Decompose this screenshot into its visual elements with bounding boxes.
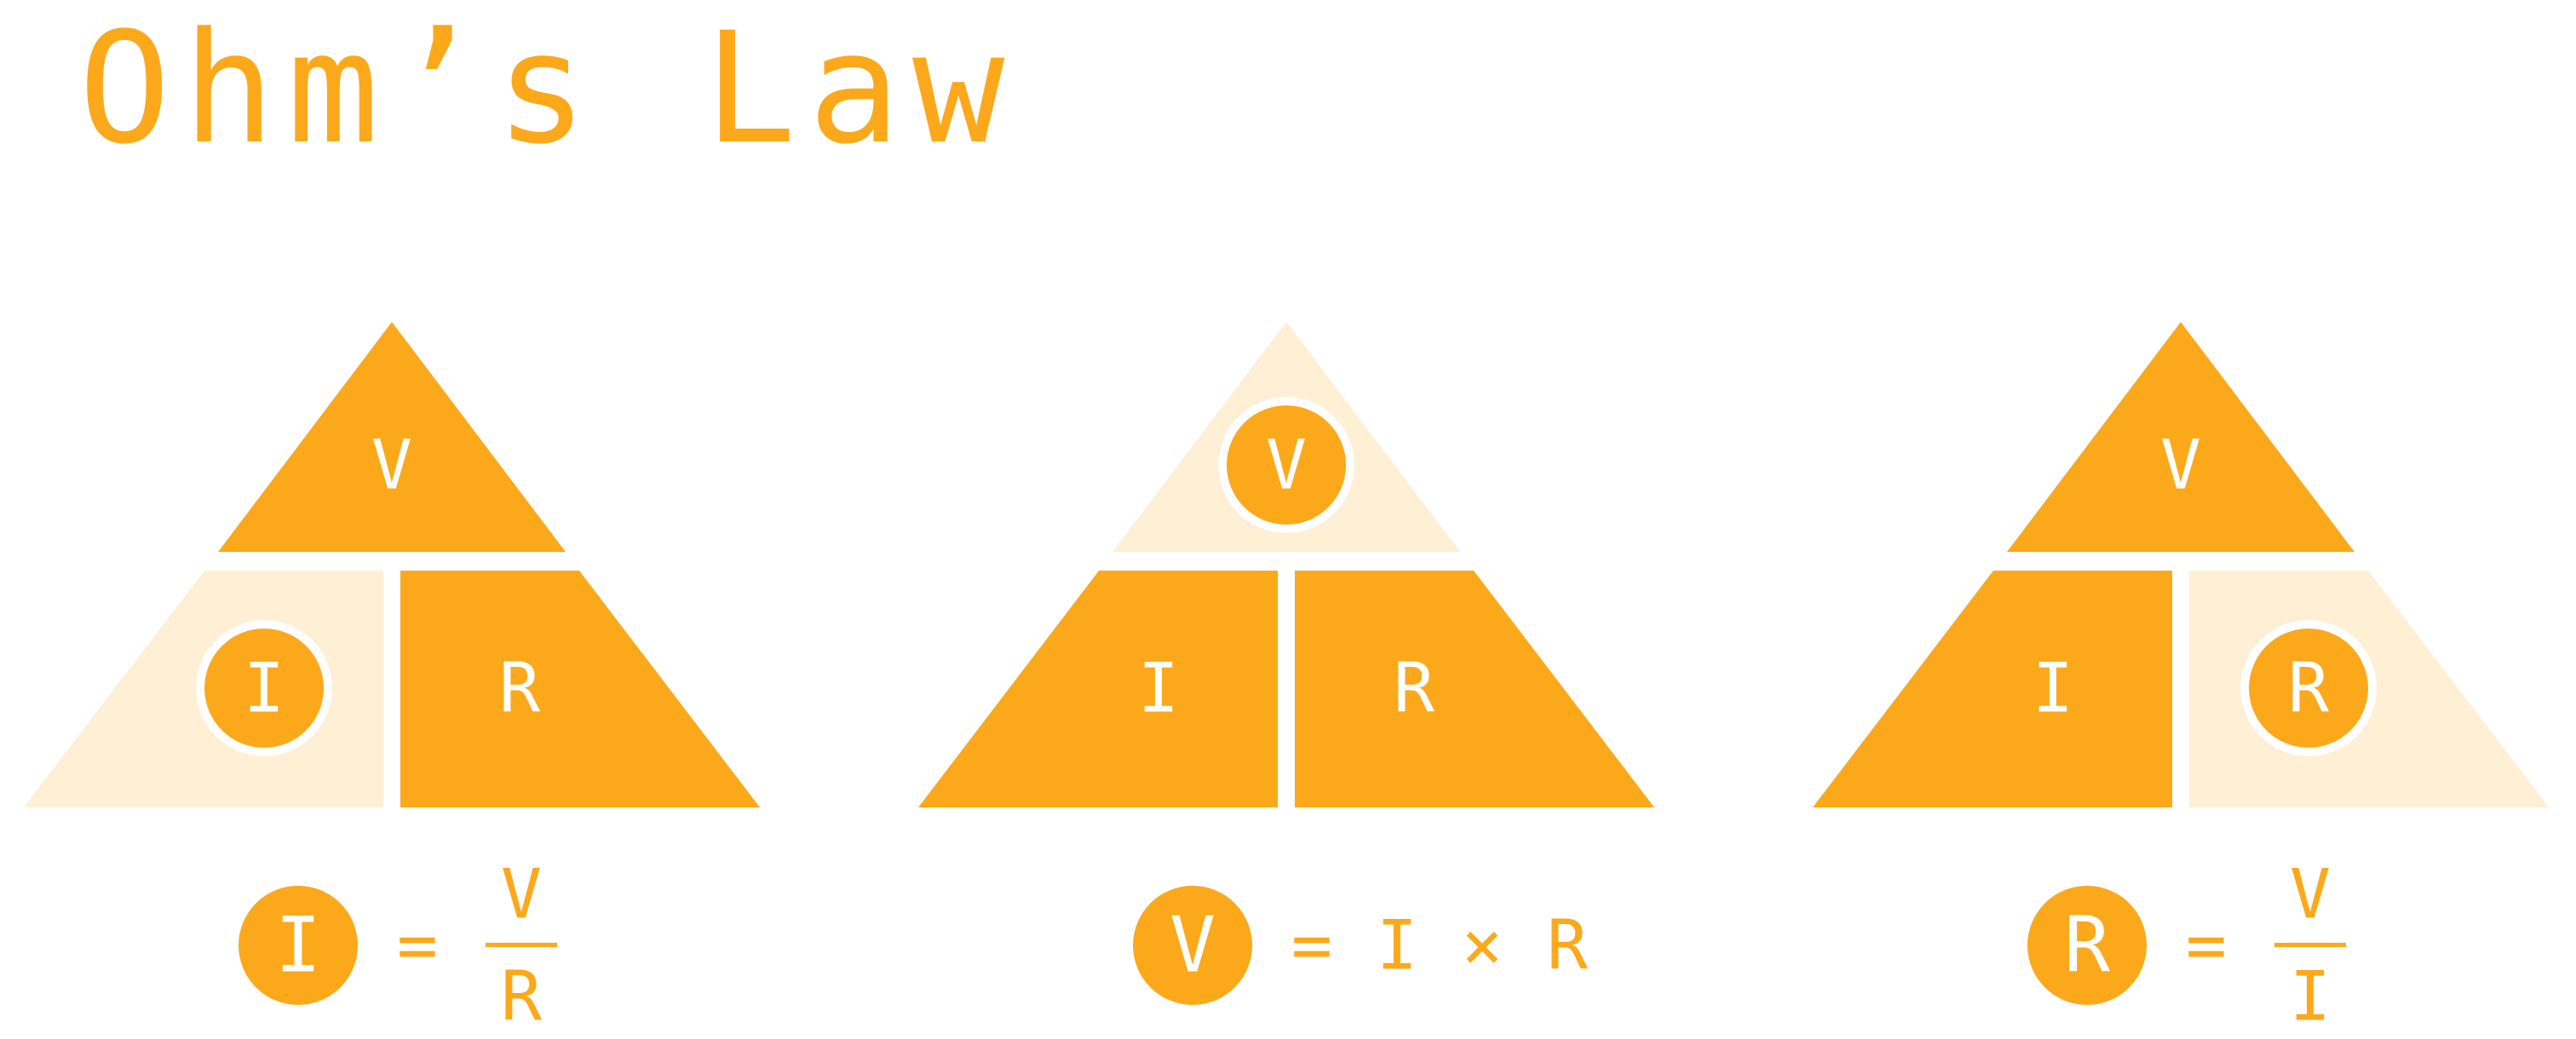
triangle-label-i: I	[1138, 649, 1179, 728]
fraction-numerator: V	[2290, 855, 2331, 934]
formula-subject: I	[275, 901, 321, 990]
ohms-triangle-r: V I R	[1813, 322, 2549, 807]
triangle-label-r: R	[1394, 649, 1435, 728]
triangle-label-v: V	[2160, 426, 2201, 505]
formula-v: V = I × R	[1133, 886, 1589, 1005]
triangle-label-r: R	[499, 649, 541, 728]
product-term-a: I	[1377, 906, 1417, 985]
formula-subject-circle	[1133, 886, 1252, 1005]
formula-subject: R	[2064, 901, 2111, 990]
formula-subject-circle	[239, 886, 358, 1005]
triangle-bottom-right-segment	[400, 571, 760, 807]
product-term-b: R	[1547, 906, 1589, 985]
highlight-circle	[204, 629, 324, 748]
highlight-circle	[1227, 405, 1346, 525]
equals-sign: =	[397, 906, 438, 985]
ohms-triangle-v: V I R	[918, 322, 1654, 807]
formula-r: R = VI	[2027, 855, 2346, 1036]
formula-subject: V	[1170, 901, 1216, 990]
triangle-label-v: V	[1266, 426, 1307, 505]
triangle-top-segment	[2007, 322, 2355, 552]
equals-sign: =	[2186, 906, 2227, 985]
fraction-numerator: V	[501, 855, 542, 934]
ohms-triangle-i: V I R	[24, 322, 760, 807]
triangle-bottom-left-segment	[1813, 571, 2172, 807]
triangle-bottom-left-segment	[918, 571, 1278, 807]
fraction-denominator: R	[501, 957, 543, 1036]
triangle-bottom-right-segment	[1295, 571, 1654, 807]
fraction-denominator: I	[2290, 957, 2331, 1036]
triangle-label-i: I	[2033, 649, 2073, 728]
triangle-label-r: R	[2288, 649, 2330, 728]
fraction-bar	[486, 943, 557, 947]
equals-sign: =	[1291, 906, 1332, 985]
page-title: Ohm’s Law	[78, 0, 1017, 178]
formula-i: I = VR	[239, 855, 557, 1036]
triangle-label-v: V	[371, 426, 412, 505]
multiply-sign: ×	[1462, 906, 1503, 985]
formula-subject-circle	[2027, 886, 2147, 1005]
triangle-top-segment	[218, 322, 566, 552]
fraction-bar	[2274, 943, 2346, 947]
highlight-circle	[2249, 629, 2368, 748]
triangle-label-i: I	[244, 649, 285, 728]
